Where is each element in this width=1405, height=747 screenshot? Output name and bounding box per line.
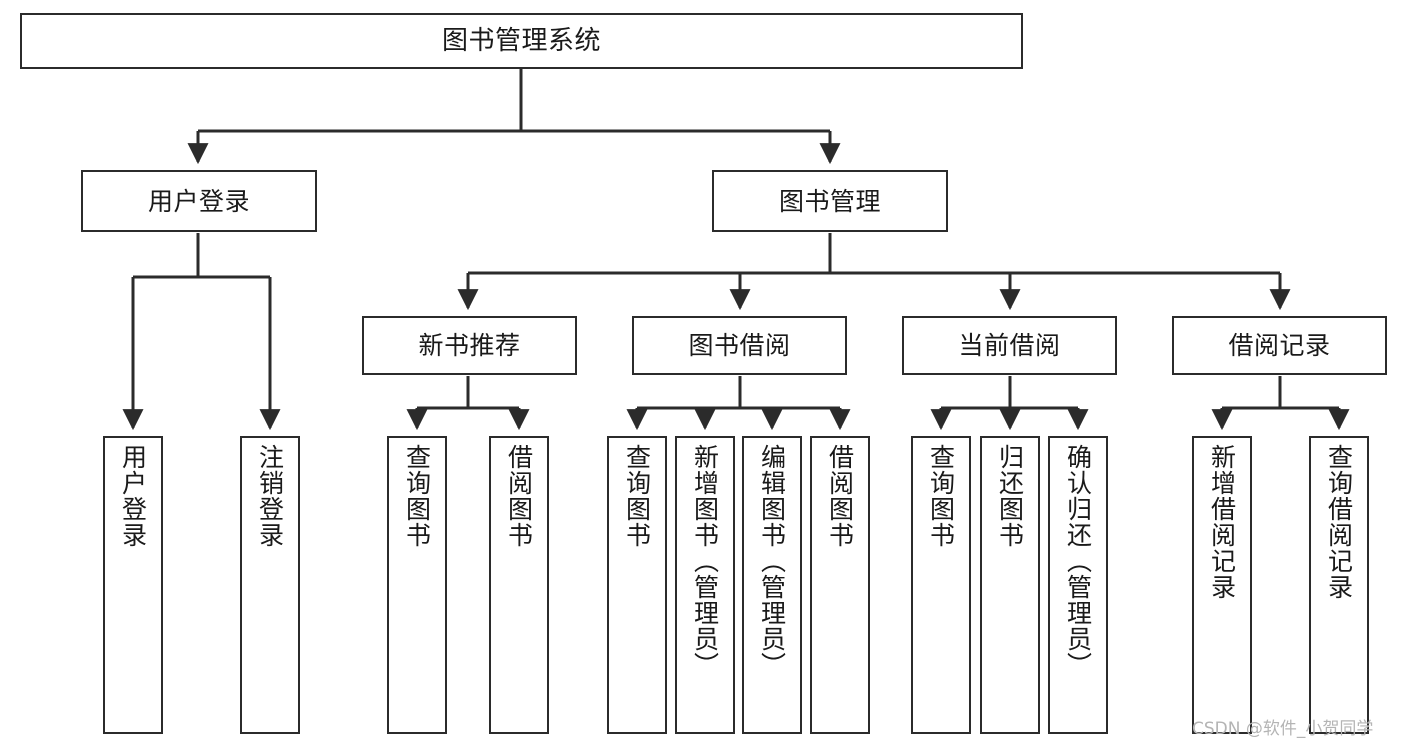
node-borrow-record[interactable]: 借阅记录	[1172, 316, 1387, 375]
node-label: 新增图书（管理员）	[690, 444, 720, 678]
leaf-borrow-record-query[interactable]: 查询借阅记录	[1309, 436, 1369, 734]
leaf-book-borrow-lend[interactable]: 借阅图书	[810, 436, 870, 734]
node-label: 查询图书	[926, 444, 956, 548]
node-label: 借阅记录	[1228, 331, 1331, 360]
node-new-book-recommend[interactable]: 新书推荐	[362, 316, 577, 375]
leaf-book-borrow-edit[interactable]: 编辑图书（管理员）	[742, 436, 802, 734]
node-label: 编辑图书（管理员）	[757, 444, 787, 678]
node-label: 图书管理系统	[441, 25, 601, 56]
node-label: 借阅图书	[504, 444, 534, 548]
node-label: 当前借阅	[958, 331, 1061, 360]
leaf-current-borrow-confirm-return[interactable]: 确认归还（管理员）	[1048, 436, 1108, 734]
leaf-book-borrow-query[interactable]: 查询图书	[607, 436, 667, 734]
node-label: 新增借阅记录	[1207, 444, 1237, 600]
leaf-user-login-signout[interactable]: 注销登录	[240, 436, 300, 734]
leaf-borrow-record-add[interactable]: 新增借阅记录	[1192, 436, 1252, 734]
node-label: 用户登录	[147, 186, 250, 216]
node-book-borrow[interactable]: 图书借阅	[632, 316, 847, 375]
leaf-new-book-query[interactable]: 查询图书	[387, 436, 447, 734]
leaf-current-borrow-query[interactable]: 查询图书	[911, 436, 971, 734]
node-label: 确认归还（管理员）	[1063, 444, 1093, 678]
leaf-book-borrow-add[interactable]: 新增图书（管理员）	[675, 436, 735, 734]
node-label: 注销登录	[255, 444, 285, 548]
node-label: 查询图书	[402, 444, 432, 548]
node-label: 新书推荐	[418, 331, 521, 360]
leaf-new-book-borrow[interactable]: 借阅图书	[489, 436, 549, 734]
node-label: 查询图书	[622, 444, 652, 548]
node-label: 图书借阅	[688, 331, 791, 360]
leaf-user-login-signin[interactable]: 用户登录	[103, 436, 163, 734]
node-user-login[interactable]: 用户登录	[81, 170, 317, 232]
csdn-watermark: CSDN @软件_小贺同学	[1192, 719, 1374, 739]
node-current-borrow[interactable]: 当前借阅	[902, 316, 1117, 375]
node-label: 归还图书	[995, 444, 1025, 548]
node-label: 查询借阅记录	[1324, 444, 1354, 600]
node-label: 借阅图书	[825, 444, 855, 548]
leaf-current-borrow-return[interactable]: 归还图书	[980, 436, 1040, 734]
node-label: 用户登录	[118, 444, 148, 548]
node-root-system[interactable]: 图书管理系统	[20, 13, 1023, 69]
node-book-management[interactable]: 图书管理	[712, 170, 948, 232]
node-label: 图书管理	[778, 186, 881, 216]
